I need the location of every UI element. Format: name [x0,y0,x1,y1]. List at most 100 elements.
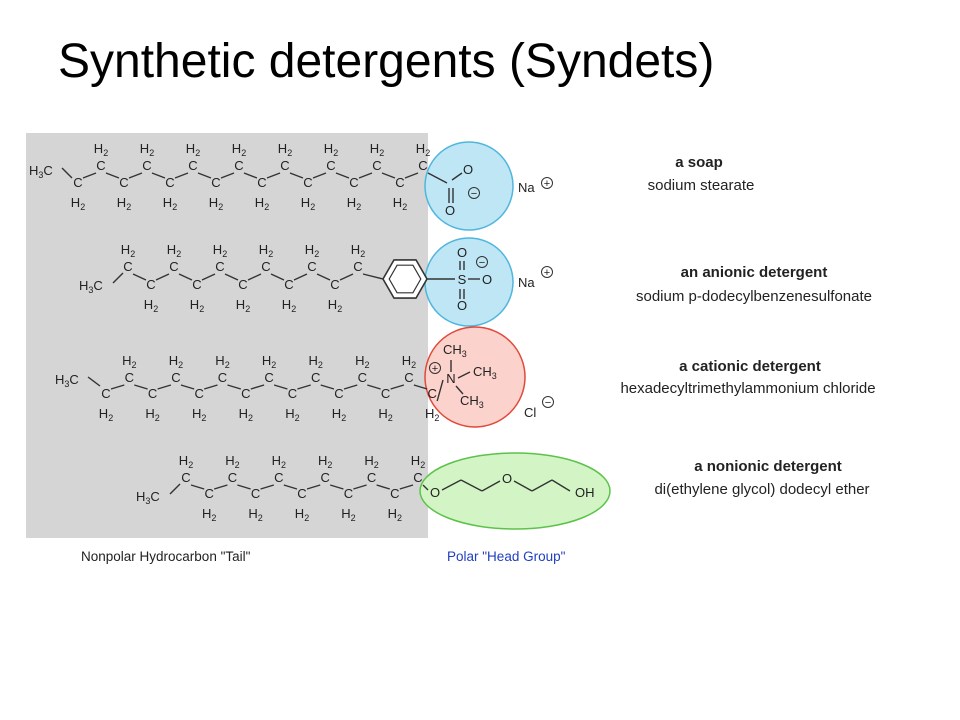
chloride-ion: Cl [524,405,536,420]
compound-name-cationic: hexadecyltrimethylammonium chloride [620,380,875,397]
carbon-atom: C [188,158,197,173]
c-c-bond [201,273,216,281]
carbon-atom: C [274,470,283,485]
carbon-atom: C [165,175,174,190]
oxygen-atom: O [457,298,467,313]
c-c-bond [105,172,120,179]
h2-label: H2 [425,406,439,423]
carbon-atom: C [142,158,151,173]
h2-label: H2 [416,141,430,158]
h2-label: H2 [239,406,253,423]
c-c-bond [343,384,358,390]
slide-title: Synthetic detergents (Syndets) [58,35,715,88]
carbon-atom: C [418,158,427,173]
carbon-atom: C [404,370,413,385]
c-c-bond [297,384,311,390]
oxygen-atom: O [457,245,467,260]
carbon-atom: C [96,158,105,173]
n-ch3-bond [457,371,471,379]
h3c-label: H3C [29,163,53,180]
h2-label: H2 [285,406,299,423]
h2-label: H2 [140,141,154,158]
head-caption: Polar "Head Group" [447,549,566,564]
c-c-bond [353,484,367,490]
c-oh-bond [551,479,571,492]
carbon-atom: C [238,277,247,292]
anionic-head-circle [425,238,513,326]
c-c-bond [329,484,344,490]
negative-charge [542,396,554,408]
c-c-bond [220,172,235,179]
c-c-bond [283,484,298,490]
negative-charge-sign: − [545,397,551,409]
c-c-bond [427,172,448,184]
c-c-bond [134,384,148,390]
h2-label: H2 [167,242,181,259]
h2-label: H2 [295,506,309,523]
c-c-bond [169,483,181,495]
c-c-bond [413,384,428,390]
c-c-bond [404,172,419,179]
carbon-atom: C [123,259,132,274]
nitrogen-atom: N [446,371,455,386]
h2-label: H2 [71,195,85,212]
o-c-bond [513,480,533,492]
oxygen-atom: O [445,203,455,218]
carbon-atom: C [181,470,190,485]
soap-head-outline [424,141,514,231]
h2-label: H2 [347,195,361,212]
positive-charge [541,266,553,278]
h2-label: H2 [370,141,384,158]
carbon-atom: C [264,370,273,385]
c-c-bond [266,172,281,179]
carbon-atom: C [288,386,297,401]
n-ch3-bond [455,385,464,395]
h2-label: H2 [99,406,113,423]
h2-label: H2 [186,141,200,158]
c-c-bond [260,484,275,490]
h2-label: H2 [393,195,407,212]
c-c-bond [367,384,381,390]
c-c-bond [289,172,304,179]
carbon-atom: C [297,486,306,501]
c-c-bond [339,273,354,281]
h2-label: H2 [332,406,346,423]
h2-label: H2 [272,453,286,470]
c-c-bond [203,384,218,390]
h2-label: H2 [278,141,292,158]
h2-label: H2 [215,353,229,370]
carbon-atom: C [428,386,437,401]
positive-charge [541,177,553,189]
carbon-atom: C [205,486,214,501]
carbon-atom: C [234,158,243,173]
h2-label: H2 [262,353,276,370]
h2-label: H2 [248,506,262,523]
oxygen-atom: O [463,162,473,177]
cationic-head-circle [425,327,525,427]
h2-label: H2 [117,195,131,212]
carbon-atom: C [195,386,204,401]
h2-label: H2 [388,506,402,523]
h2-label: H2 [402,353,416,370]
c-c-bond [460,479,483,492]
carbon-atom: C [261,259,270,274]
c-c-bond [381,172,396,179]
h2-label: H2 [145,406,159,423]
h2-label: H2 [308,353,322,370]
h2-label: H2 [378,406,392,423]
h2-label: H2 [190,297,204,314]
h2-label: H2 [202,506,216,523]
c-c-bond [227,384,242,390]
h2-label: H2 [225,453,239,470]
carbon-atom: C [334,386,343,401]
c-c-bond [243,172,258,179]
soap-head-circle [425,142,513,230]
h2-label: H2 [209,195,223,212]
c-c-bond [224,273,239,281]
c-c-bond [155,273,170,281]
c-c-bond [112,272,124,284]
positive-charge-sign: + [544,178,550,190]
carbon-atom: C [349,175,358,190]
c-c-bond [180,384,195,390]
carbon-atom: C [148,386,157,401]
